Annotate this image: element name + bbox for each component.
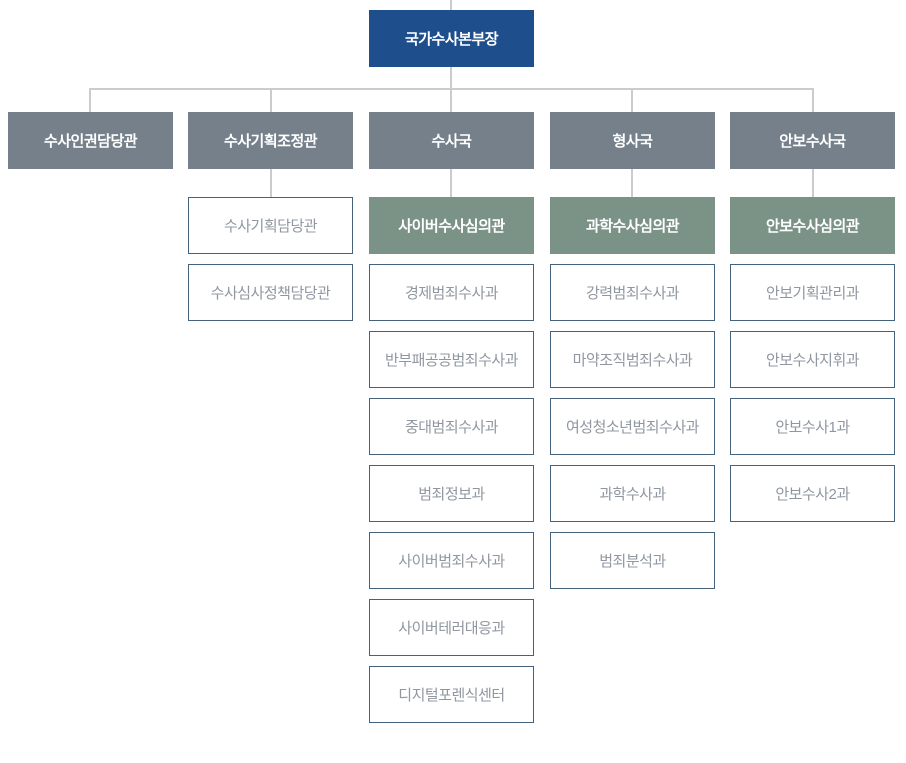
division-investigation-planning-coordination: 수사기획조정관 [188,112,353,169]
lead-scientific-investigation-deliberation: 과학수사심의관 [550,197,715,254]
dept-cyber-terror-response: 사이버테러대응과 [369,599,534,656]
connector-sub-col5 [812,169,814,197]
dept-cyber-crime: 사이버범죄수사과 [369,532,534,589]
division-investigation-bureau: 수사국 [369,112,534,169]
dept-major-crime: 중대범죄수사과 [369,398,534,455]
dept-economic-crime: 경제범죄수사과 [369,264,534,321]
division-criminal-bureau: 형사국 [550,112,715,169]
lead-security-investigation-deliberation: 안보수사심의관 [730,197,895,254]
connector-sub-col3 [450,169,452,197]
connector-drop-col5 [812,88,814,112]
dept-anti-corruption-public-crime: 반부패공공범죄수사과 [369,331,534,388]
dept-security-investigation-command: 안보수사지휘과 [730,331,895,388]
connector-root-down [450,67,452,88]
dept-women-youth-crime: 여성청소년범죄수사과 [550,398,715,455]
division-investigation-human-rights: 수사인권담당관 [8,112,173,169]
dept-security-planning-management: 안보기획관리과 [730,264,895,321]
lead-cyber-investigation-deliberation: 사이버수사심의관 [369,197,534,254]
dept-investigation-review-policy-officer: 수사심사정책담당관 [188,264,353,321]
dept-crime-intelligence: 범죄정보과 [369,465,534,522]
division-security-investigation-bureau: 안보수사국 [730,112,895,169]
connector-drop-col2 [270,88,272,112]
dept-crime-analysis: 범죄분석과 [550,532,715,589]
root-node-national-investigation-headquarters: 국가수사본부장 [369,10,534,67]
connector-sub-col2 [270,169,272,197]
dept-security-investigation-2: 안보수사2과 [730,465,895,522]
connector-root-top [450,0,452,10]
connector-sub-col4 [631,169,633,197]
dept-violent-crime: 강력범죄수사과 [550,264,715,321]
connector-drop-col3 [450,88,452,112]
connector-drop-col1 [89,88,91,112]
dept-narcotics-organized-crime: 마약조직범죄수사과 [550,331,715,388]
dept-scientific-investigation: 과학수사과 [550,465,715,522]
dept-investigation-planning-officer: 수사기획담당관 [188,197,353,254]
dept-security-investigation-1: 안보수사1과 [730,398,895,455]
connector-drop-col4 [631,88,633,112]
dept-digital-forensics-center: 디지털포렌식센터 [369,666,534,723]
